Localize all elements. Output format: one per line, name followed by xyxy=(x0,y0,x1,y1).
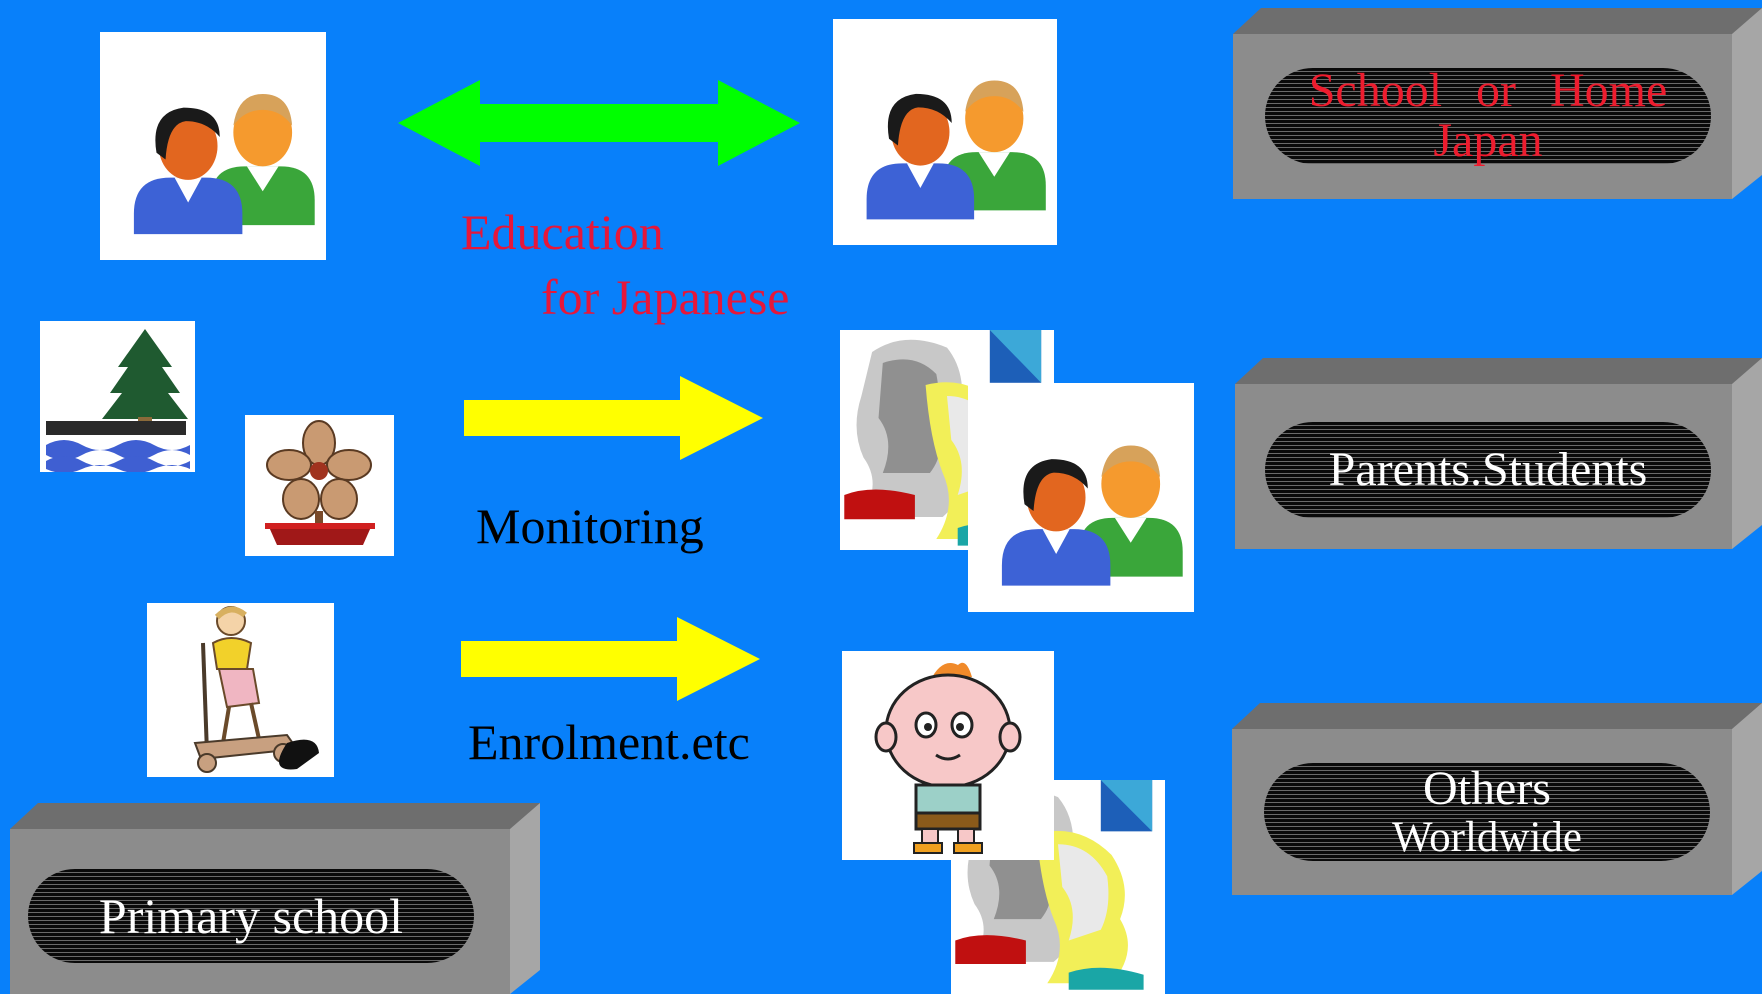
people-tile-overlap xyxy=(968,383,1194,612)
parents-students-box: Parents.Students xyxy=(1235,358,1762,549)
education-caption-line1: Education xyxy=(461,204,664,260)
parents-students-pill: Parents.Students xyxy=(1265,422,1711,518)
school-home-pill: School or Home Japan xyxy=(1265,63,1711,167)
arrow-right-icon xyxy=(461,617,760,701)
primary-school-label: Primary school xyxy=(98,887,404,944)
flower-pot-tile xyxy=(245,415,394,556)
flower-pot-icon xyxy=(265,420,375,545)
worldwide-label: Worldwide xyxy=(1392,813,1582,861)
others-label: Others xyxy=(1423,762,1551,816)
people-icon xyxy=(133,94,315,235)
cartoon-boy-tile xyxy=(842,651,1054,860)
primary-school-pill: Primary school xyxy=(28,869,474,963)
people-icon xyxy=(866,80,1046,220)
education-caption-line2: for Japanese xyxy=(541,269,790,325)
cartoon-boy-icon xyxy=(874,662,1022,854)
others-worldwide-box: Others Worldwide xyxy=(1232,703,1762,895)
child-scooter-icon xyxy=(193,606,319,773)
monitoring-caption: Monitoring xyxy=(476,498,704,554)
enrolment-caption: Enrolment.etc xyxy=(468,714,750,770)
people-tile-left xyxy=(100,32,326,260)
double-arrow-icon xyxy=(398,80,800,166)
tree-water-icon xyxy=(46,329,190,472)
tree-water-tile xyxy=(40,321,195,472)
people-tile-right xyxy=(833,19,1057,245)
parents-students-label: Parents.Students xyxy=(1328,442,1648,496)
school-home-box: School or Home Japan xyxy=(1233,8,1762,199)
arrow-right-icon xyxy=(464,376,763,460)
primary-school-box: Primary school xyxy=(10,803,540,994)
people-icon xyxy=(1001,445,1183,586)
child-scooter-tile xyxy=(147,603,334,777)
school-home-label: School or Home xyxy=(1308,63,1668,117)
others-worldwide-pill: Others Worldwide xyxy=(1264,763,1710,861)
japan-label: Japan xyxy=(1433,114,1543,167)
